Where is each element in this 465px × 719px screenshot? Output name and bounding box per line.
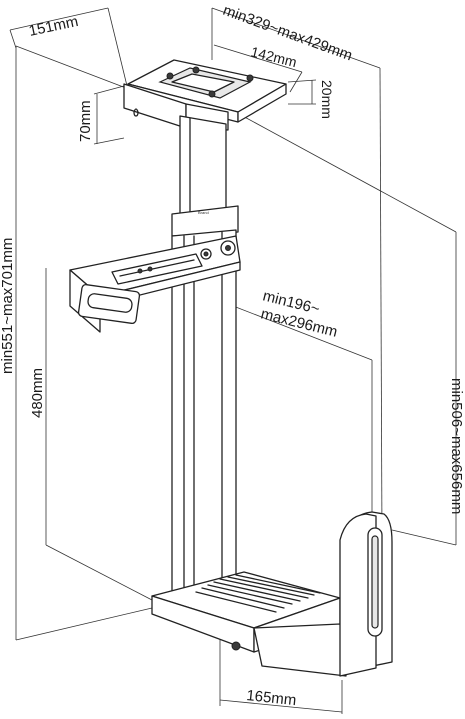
mounting-plate (123, 59, 287, 131)
adjustable-arm (69, 235, 241, 333)
label-width-top: 151mm (27, 13, 79, 40)
vertical-column: Brand (171, 115, 239, 597)
label-plate-height: 20mm (319, 80, 335, 119)
dimension-lines (9, 7, 457, 714)
label-bracket-height: 70mm (77, 100, 94, 142)
label-plate-width: 142mm (249, 43, 298, 70)
front-bracket (339, 511, 393, 677)
label-base-width: 165mm (246, 687, 298, 709)
label-rear-height: 480mm (29, 368, 46, 418)
label-overall-height: min551~max701mm (0, 238, 16, 374)
svg-text:Brand: Brand (198, 210, 209, 215)
base-tray (151, 571, 347, 677)
label-front-height: min506~max656mm (448, 378, 465, 514)
